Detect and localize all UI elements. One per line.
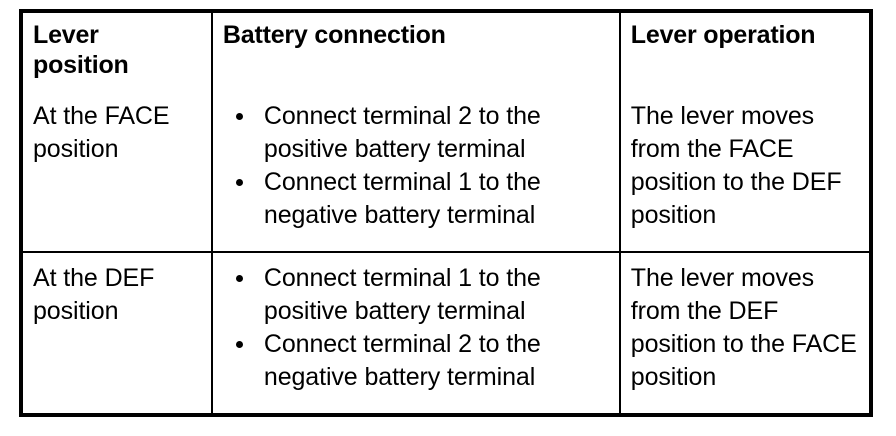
cell-lever-operation: The lever moves from the DEF position to… [619,250,871,415]
list-item-label: Connect terminal 1 to the positive batte… [263,263,541,325]
cell-lever-operation: The lever moves from the FACE position t… [619,91,871,252]
cell-lever-operation-text: The lever moves from the FACE position t… [630,102,842,229]
table-header-row: Lever position Battery connection Lever … [21,11,871,91]
cell-lever-position: At the FACE position [21,91,213,252]
bullet-icon [235,274,243,282]
column-header-battery-connection: Battery connection [211,11,621,91]
cell-lever-operation-text: The lever moves from the DEF position to… [630,263,857,391]
column-header-lever-operation-label: Lever operation [630,21,816,49]
cell-lever-position-text: At the DEF position [33,263,155,325]
column-header-lever-operation: Lever operation [619,11,871,91]
table-row: At the DEF position Connect terminal 1 t… [21,250,871,415]
list-item: Connect terminal 1 to the positive batte… [234,262,613,328]
bullet-icon [235,340,243,348]
lever-position-table: Lever position Battery connection Lever … [19,9,873,417]
list-item: Connect terminal 1 to the negative batte… [234,166,613,232]
list-item: Connect terminal 2 to the positive batte… [234,100,613,166]
bullet-icon [235,179,243,186]
cell-lever-position-text: At the FACE position [33,102,170,163]
list-item: Connect terminal 2 to the negative batte… [234,328,613,394]
list-item-label: Connect terminal 1 to the negative batte… [263,168,541,229]
column-header-lever-position-label: Lever position [33,21,129,79]
cell-lever-position: At the DEF position [21,250,213,415]
column-header-battery-connection-label: Battery connection [222,21,446,49]
column-header-lever-position: Lever position [21,11,213,91]
table-row: At the FACE position Connect terminal 2 … [21,91,871,252]
cell-battery-connection: Connect terminal 1 to the positive batte… [211,250,621,415]
list-item-label: Connect terminal 2 to the negative batte… [263,329,541,391]
cell-battery-connection: Connect terminal 2 to the positive batte… [211,91,621,252]
battery-connection-list: Connect terminal 1 to the positive batte… [213,253,619,394]
bullet-icon [235,113,243,120]
battery-connection-list: Connect terminal 2 to the positive batte… [213,91,619,232]
list-item-label: Connect terminal 2 to the positive batte… [263,102,541,163]
